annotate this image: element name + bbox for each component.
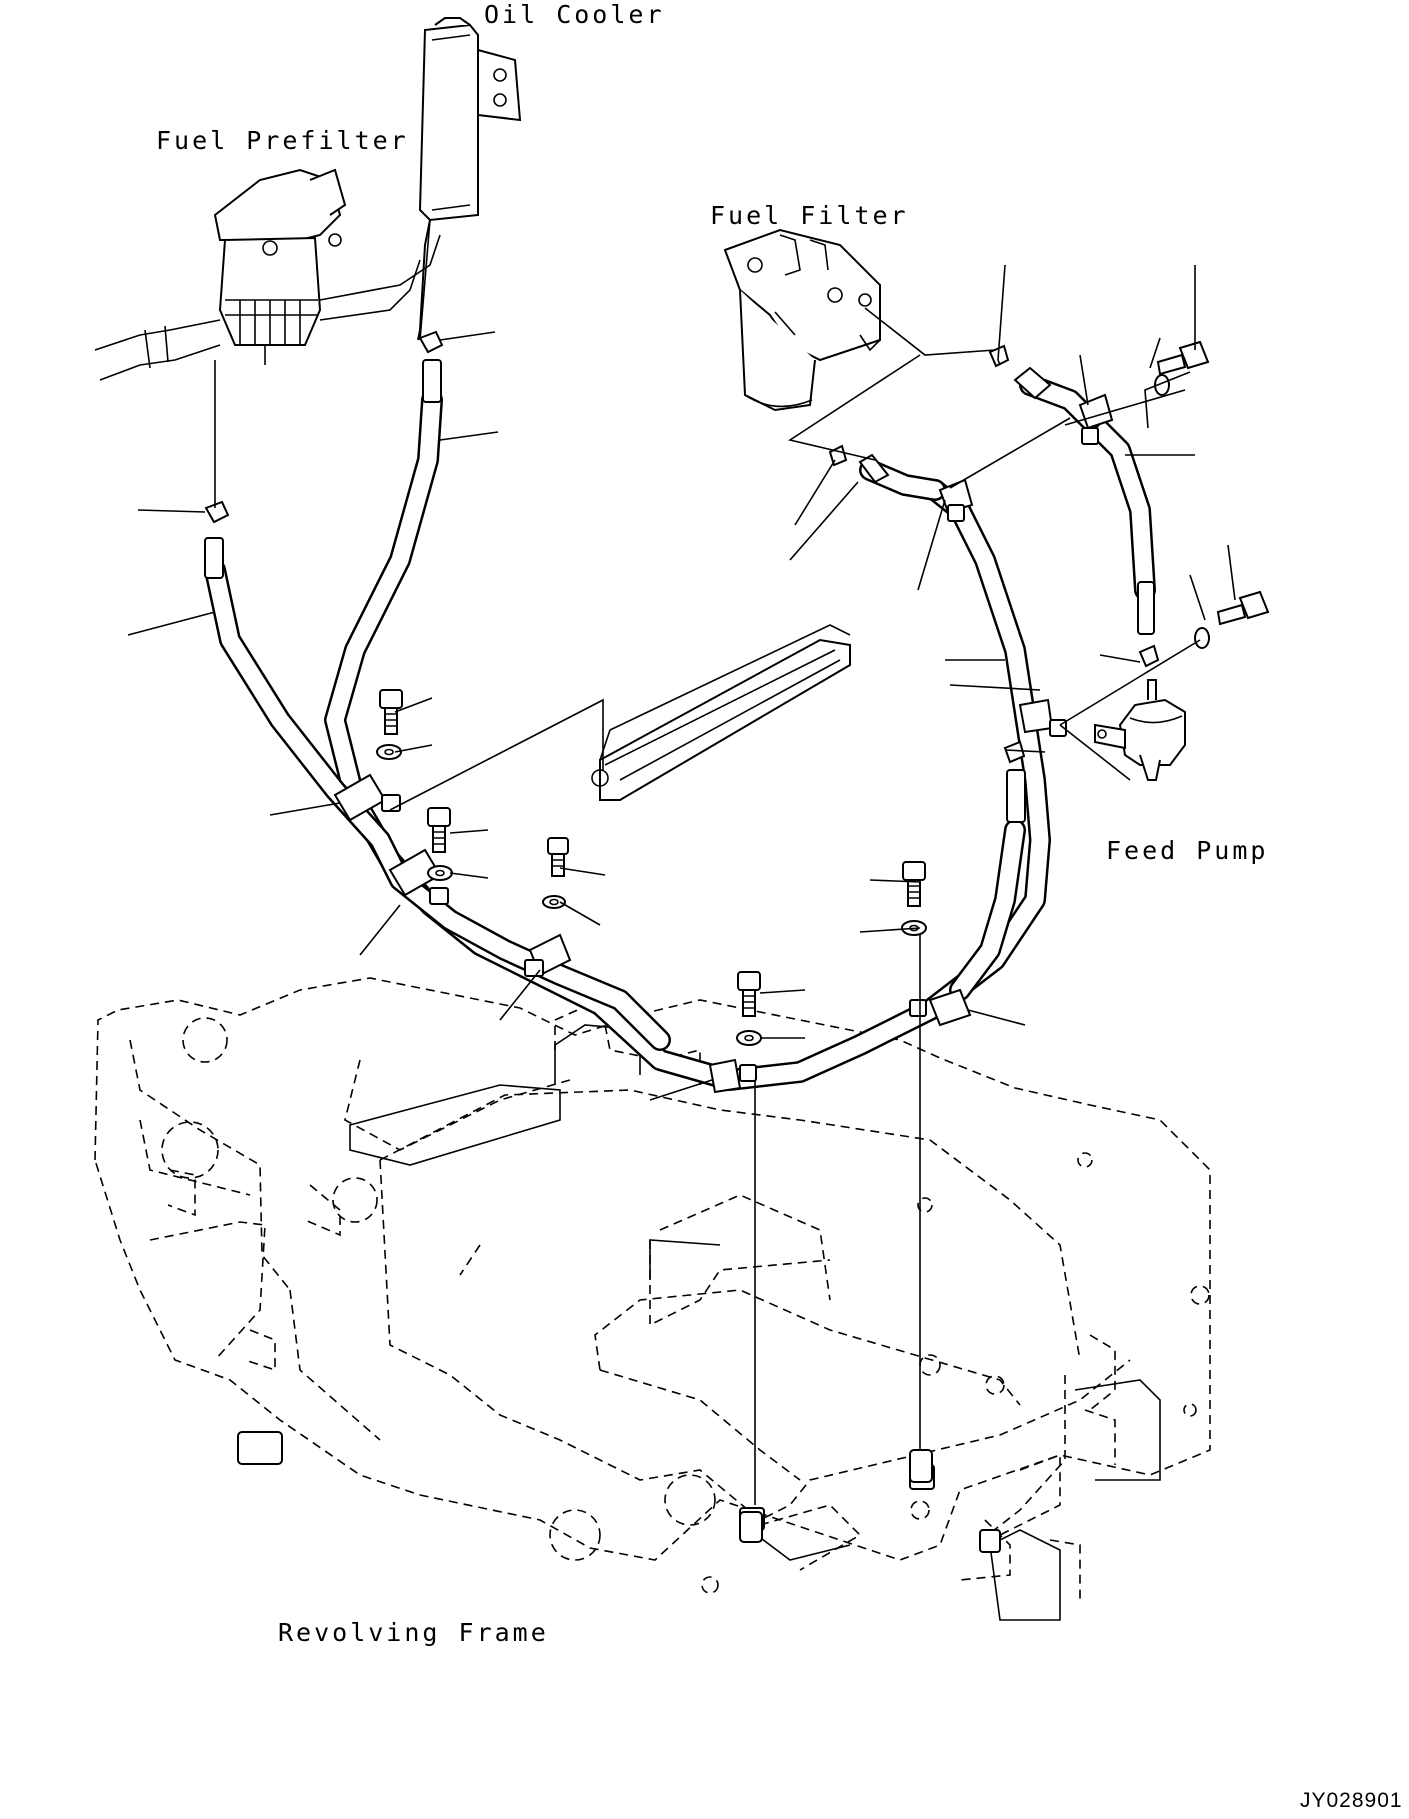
label-feed-pump: Feed Pump — [1106, 836, 1269, 865]
hose-clamps — [333, 393, 1114, 1094]
bolts — [379, 340, 1270, 1017]
label-fuel-prefilter: Fuel Prefilter — [156, 126, 409, 155]
support-bracket — [591, 624, 851, 801]
hose-clips — [204, 330, 1160, 764]
frame-blocks — [237, 1024, 1161, 1621]
label-oil-cooler: Oil Cooler — [484, 0, 665, 29]
leader-lines — [127, 219, 1236, 1505]
label-fuel-filter: Fuel Filter — [710, 201, 909, 230]
hose-fittings — [204, 359, 1155, 823]
fuel-prefilter — [94, 168, 441, 381]
label-revolving-frame: Revolving Frame — [278, 1618, 549, 1647]
fuel-filter — [723, 228, 881, 412]
drawing-code: JY028901 — [1300, 1789, 1403, 1812]
mounting-bosses — [739, 1449, 933, 1543]
feed-pump — [1094, 679, 1186, 781]
hose-routing — [204, 374, 1156, 1091]
revolving-frame-outline — [94, 977, 1211, 1600]
oil-cooler — [417, 17, 522, 341]
